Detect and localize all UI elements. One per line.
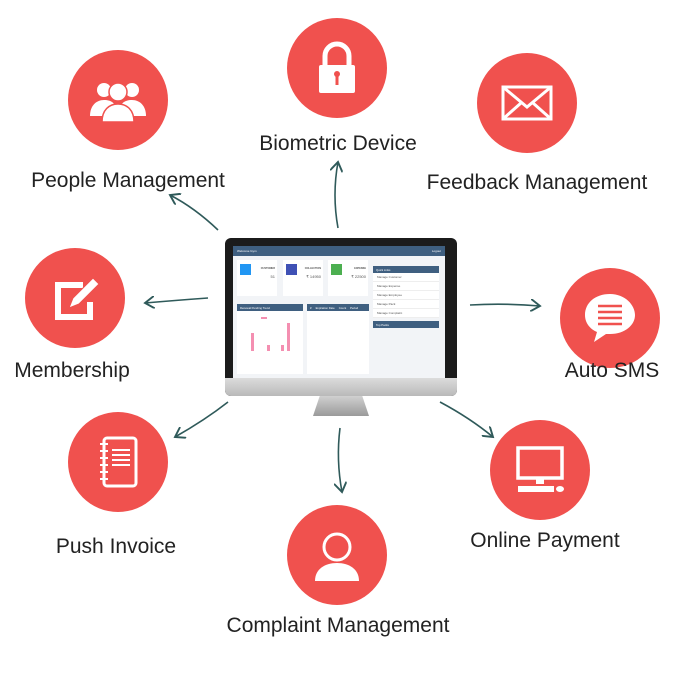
speech-bubble-icon	[585, 294, 635, 342]
renewal-chart-panel: Renewal Pending Trend	[237, 304, 303, 374]
th: Period	[350, 305, 359, 310]
th: Count	[338, 305, 347, 310]
dashboard-screen: Welcome Gym Logout CUSTOMER 51 COLLECTION ₹…	[233, 246, 445, 378]
monitor-chin	[225, 378, 457, 396]
card-value: 51	[270, 274, 275, 279]
arrow-invoice	[175, 401, 229, 437]
card-title: COLLECTION	[304, 267, 321, 270]
chart-title: Renewal Pending Trend	[237, 304, 303, 311]
customer-icon	[240, 264, 251, 275]
bar-chart	[251, 317, 290, 351]
auto-sms-label: Auto SMS	[564, 359, 660, 382]
dashboard-title: Welcome Gym	[237, 249, 257, 253]
person-icon	[315, 532, 359, 581]
quick-links-panel: Quick Links Manage Customer Manage Expen…	[373, 266, 439, 328]
complaint-management-node	[287, 505, 387, 605]
envelope-icon	[501, 85, 553, 121]
biometric-device-node	[287, 18, 387, 118]
arrow-payment	[439, 401, 493, 437]
arrow-biometric	[335, 162, 338, 229]
arrow-membership	[145, 298, 209, 303]
people-management-node	[68, 50, 168, 150]
arrow-complaint	[338, 427, 342, 492]
notebook-icon	[100, 436, 138, 488]
complaint-management-label: Complaint Management	[226, 614, 450, 637]
push-invoice-node	[68, 412, 168, 512]
th: Expiration Date	[315, 305, 335, 310]
auto-sms-node	[560, 268, 660, 368]
feedback-management-label: Feedback Management	[426, 171, 648, 194]
customer-card: CUSTOMER 51	[237, 260, 277, 296]
card-value: ₹ 22500	[351, 274, 366, 279]
push-invoice-label: Push Invoice	[55, 535, 177, 558]
logout-link[interactable]: Logout	[431, 249, 441, 253]
quick-link[interactable]: Manage Complaint	[373, 309, 439, 318]
dashboard-topbar: Welcome Gym Logout	[233, 246, 445, 256]
monitor-stand	[313, 396, 369, 416]
lock-icon	[319, 41, 355, 93]
feedback-management-node	[477, 53, 577, 153]
expense-card: EXPENSE ₹ 22500	[328, 260, 368, 296]
collection-card: COLLECTION ₹ 14950	[283, 260, 323, 296]
arrow-people	[170, 195, 219, 231]
computer-icon	[516, 446, 564, 492]
biometric-device-label: Biometric Device	[259, 132, 417, 155]
expense-icon	[331, 264, 342, 275]
membership-label: Membership	[14, 359, 130, 382]
arrow-sms	[469, 304, 540, 306]
pencil-note-icon	[55, 277, 100, 320]
membership-node	[25, 248, 125, 348]
quick-link[interactable]: Manage Customer	[373, 273, 439, 282]
online-payment-node	[490, 420, 590, 520]
people-icon	[90, 82, 146, 123]
quick-link[interactable]: Manage Expense	[373, 282, 439, 291]
collection-icon	[286, 264, 297, 275]
quick-link[interactable]: Manage Pack	[373, 300, 439, 309]
th: #	[310, 305, 312, 310]
card-title: CUSTOMER	[260, 267, 275, 270]
card-title: EXPENSE	[354, 267, 366, 270]
top-packs-title: Top Packs	[373, 321, 439, 328]
quick-links-title: Quick Links	[373, 266, 439, 273]
online-payment-label: Online Payment	[470, 529, 620, 552]
people-management-label: People Management	[31, 169, 225, 192]
card-value: ₹ 14950	[306, 274, 321, 279]
quick-link[interactable]: Manage Employee	[373, 291, 439, 300]
